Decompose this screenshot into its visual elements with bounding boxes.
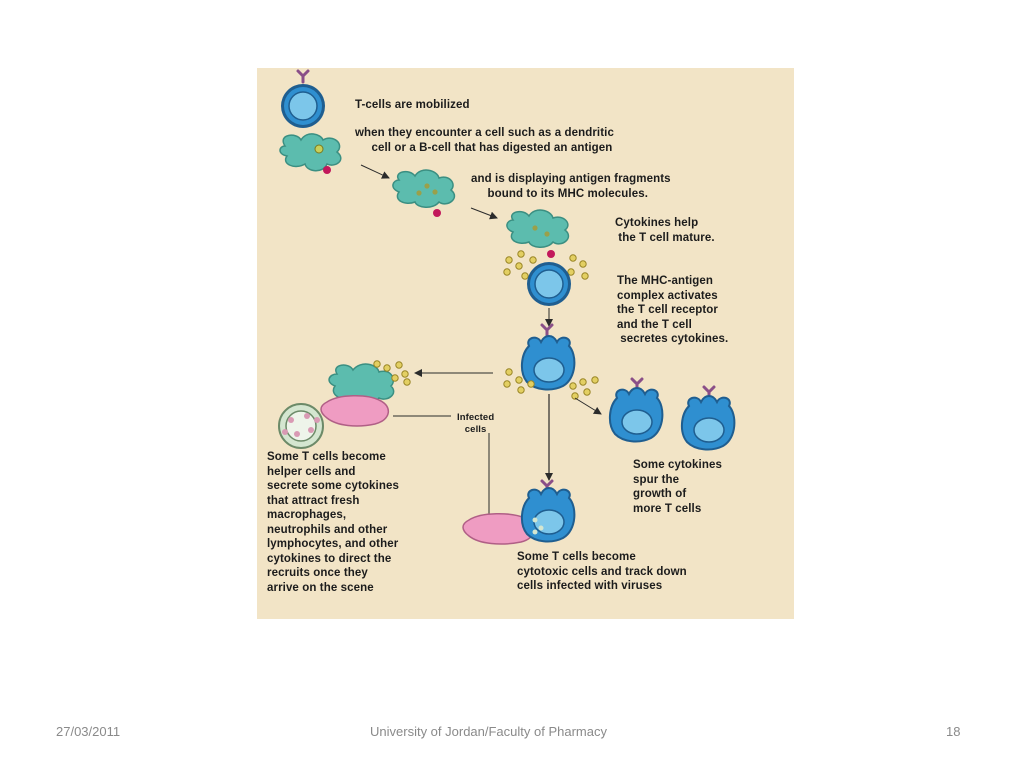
cytotoxic-text-end: cells and track down cells infected with… <box>517 565 687 593</box>
infected-cell-icon <box>462 513 535 545</box>
t-cell-icon <box>520 479 576 543</box>
t-cell-icon <box>526 261 572 307</box>
label-infected-cells: Infected cells <box>457 412 495 435</box>
label-cytotoxic: Some T cells become cytotoxic cells and … <box>517 550 687 594</box>
footer-date: 27/03/2011 <box>56 724 121 739</box>
dendritic-cell-icon <box>506 209 570 258</box>
label-spur-growth: Some cytokines spur the growth of more T… <box>633 459 722 515</box>
t-cell-icon <box>680 385 736 451</box>
cytotoxic-keyword: cytotoxic <box>517 565 569 578</box>
diagram-artwork <box>278 69 736 545</box>
footer-institution: University of Jordan/Faculty of Pharmacy <box>370 724 607 739</box>
t-cell-activation-diagram: T-cells are mobilized when they encounte… <box>257 68 794 619</box>
label-cytokines-help: Cytokines help the T cell mature. <box>615 217 715 244</box>
footer-page-number: 18 <box>946 724 961 739</box>
cytotoxic-text-start: Some T cells become <box>517 551 636 563</box>
macrophage-icon <box>278 403 324 449</box>
helper-text-start: Some T cells become <box>267 451 386 463</box>
label-displaying: and is displaying antigen fragments boun… <box>471 173 671 200</box>
dendritic-cell-icon <box>279 133 342 174</box>
label-helper: Some T cells become helper cells and sec… <box>267 450 399 595</box>
t-cell-icon <box>280 69 326 129</box>
dendritic-cell-icon <box>392 169 456 217</box>
infected-cell-icon <box>320 395 389 427</box>
t-cell-icon <box>520 323 576 391</box>
helper-text-end: cells and secrete some cytokines that at… <box>267 465 399 594</box>
t-cell-icon <box>608 377 664 443</box>
label-mhc-complex: The MHC-antigen complex activates the T … <box>617 275 729 345</box>
macrophage-icon <box>328 363 395 404</box>
label-encounter: when they encounter a cell such as a den… <box>355 127 614 154</box>
label-mobilized: T-cells are mobilized <box>355 99 470 111</box>
helper-keyword: helper <box>267 465 303 478</box>
